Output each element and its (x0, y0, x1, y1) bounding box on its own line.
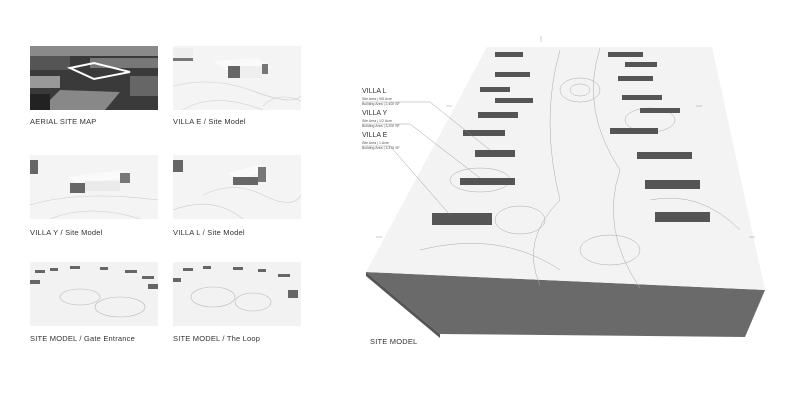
site-model-caption: SITE MODEL (370, 337, 418, 346)
thumbnail-caption: VILLA Y / Site Model (30, 228, 103, 237)
thumbnail-caption: SITE MODEL / The Loop (173, 334, 261, 343)
gate-entrance-model-image (30, 262, 158, 326)
model-terrain (366, 47, 765, 290)
the-loop-model-image (173, 262, 301, 326)
thumbnail-caption: AERIAL SITE MAP (30, 117, 97, 126)
aerial-site-map-image (30, 46, 158, 110)
thumbnail-caption: VILLA E / Site Model (173, 117, 246, 126)
thumbnail-caption: VILLA L / Site Model (173, 228, 245, 237)
villa-buildings (432, 52, 710, 225)
villa-e-model-image (173, 46, 301, 110)
thumbnail-caption: SITE MODEL / Gate Entrance (30, 334, 135, 343)
villa-e-label: VILLA E (362, 132, 388, 139)
villa-l-model-image (173, 155, 301, 219)
grid-markers (376, 36, 755, 238)
model-base (366, 272, 765, 337)
villa-y-model-image (30, 155, 158, 219)
villa-l-label: VILLA L (362, 88, 387, 95)
villa-y-label: VILLA Y (362, 110, 388, 117)
